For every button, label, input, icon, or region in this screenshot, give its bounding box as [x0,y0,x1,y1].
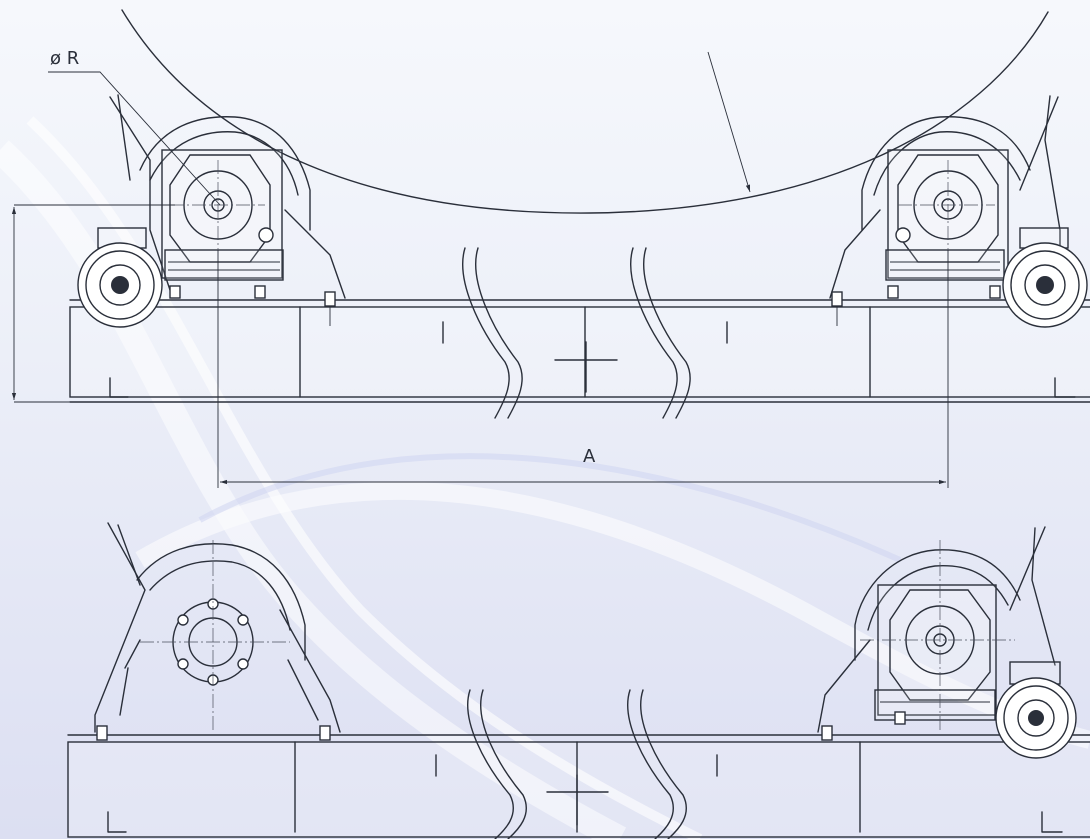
diameter-label: ø R [50,48,79,69]
base-beam-top [69,247,1090,419]
span-dimension [217,250,949,488]
left-roller-unit-top [77,94,346,328]
height-dimension [11,204,175,403]
top-view: ø R A [11,9,1090,488]
right-driven-unit-bottom [817,526,1077,759]
bottom-view [67,522,1090,839]
span-label: A [583,446,596,467]
right-roller-unit-top [829,95,1088,328]
radius-leader [707,51,751,193]
diameter-leader [48,71,221,206]
left-idler-unit-bottom [94,522,341,741]
base-beam-bottom [67,689,1090,839]
